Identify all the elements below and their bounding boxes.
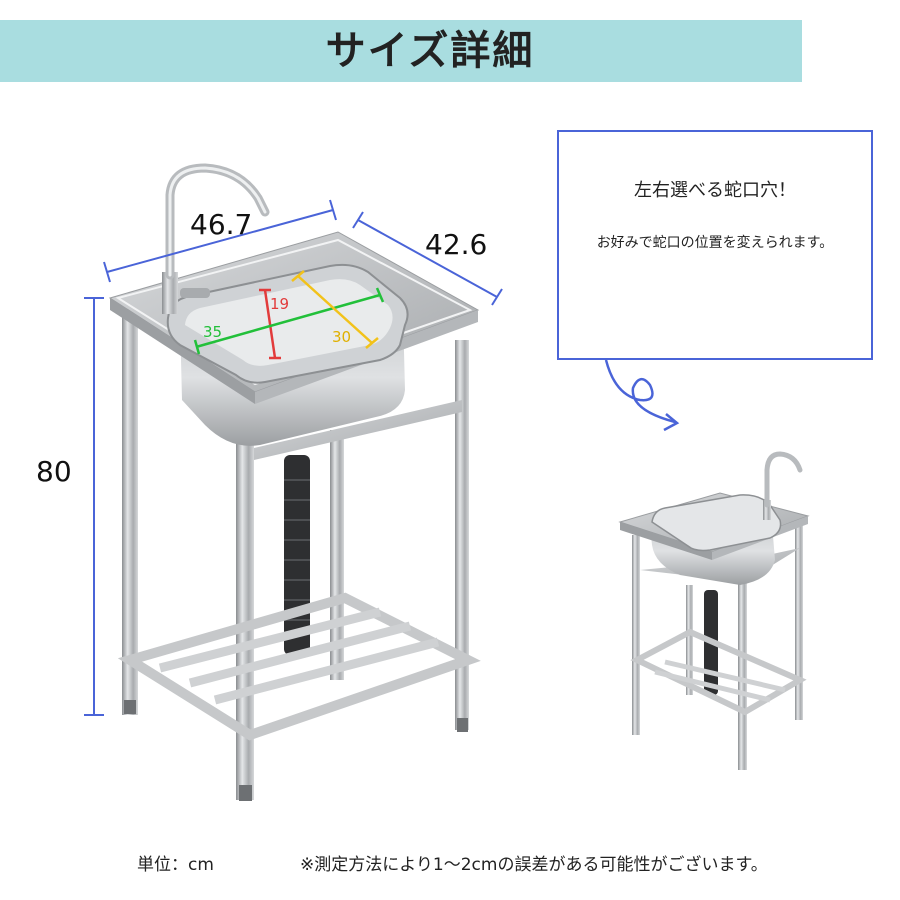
callout-subtitle: お好みで蛇口の位置を変えられます。 [596, 235, 834, 251]
height-label: 80 [36, 455, 72, 488]
dimension-lines [84, 199, 503, 716]
width-label: 46.7 [190, 208, 253, 241]
title-banner [0, 20, 802, 82]
depth-dimension-line [357, 219, 498, 298]
basin-width-line [195, 293, 381, 349]
arrow-head-icon [663, 413, 680, 432]
measurement-disclaimer: ※測定方法により1～2cmの誤差がある可能性がございます。 [300, 855, 768, 875]
width-dimension-line [106, 209, 334, 273]
basin-measurement-lines [193, 270, 385, 360]
large-sink [108, 163, 481, 801]
basin-length-label: 30 [332, 328, 352, 346]
basin-length-line [297, 275, 373, 344]
unit-note: 単位：cm [137, 855, 214, 875]
faucet-hole-callout: 左右選べる蛇口穴！ お好みで蛇口の位置を変えられます。 [557, 130, 873, 360]
small-sink [618, 451, 810, 770]
basin-depth-label: 19 [270, 295, 290, 313]
callout-title: 左右選べる蛇口穴！ [634, 180, 796, 201]
page-title: サイズ詳細 [325, 28, 535, 74]
basin-depth-line [263, 289, 277, 359]
basin-width-label: 35 [203, 323, 223, 341]
depth-label: 42.6 [425, 228, 488, 261]
connector-arrow [604, 359, 676, 424]
